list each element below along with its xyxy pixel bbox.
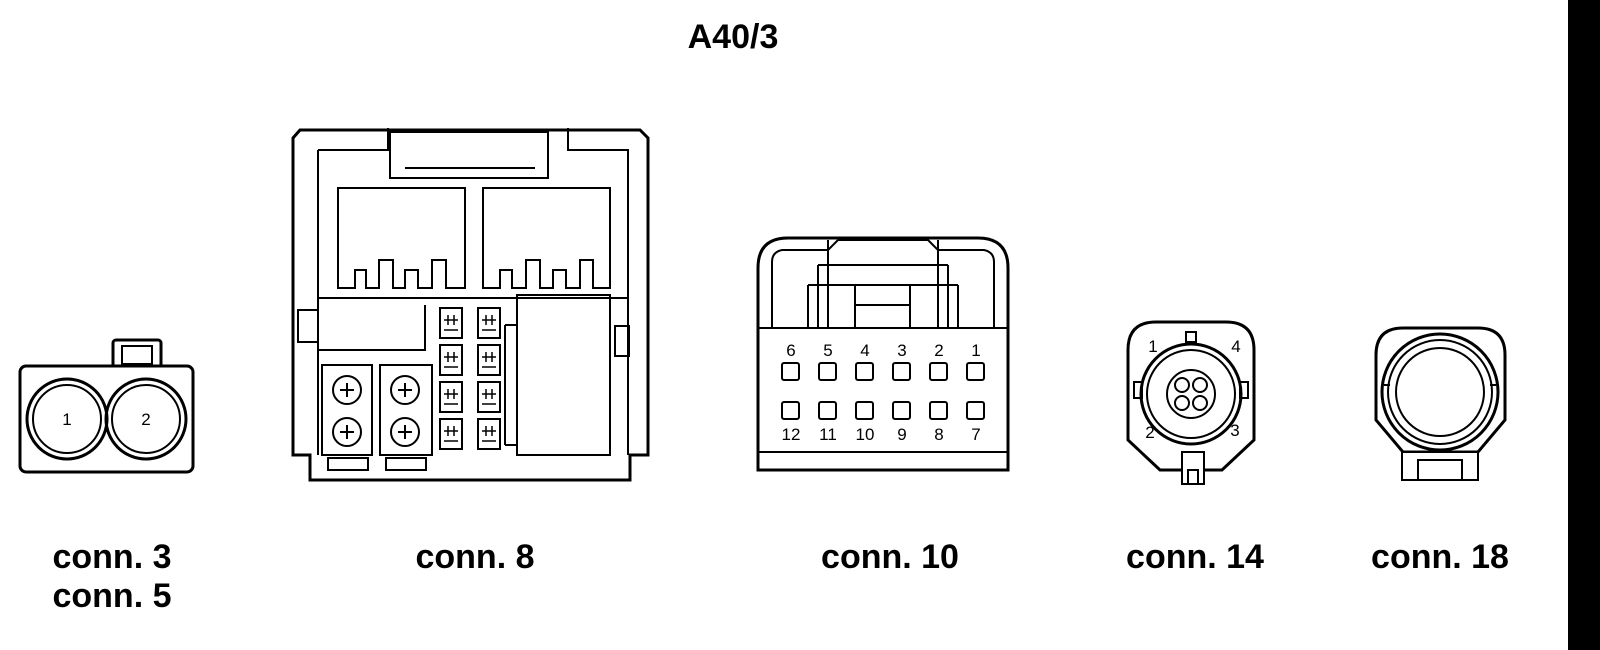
connector-10-drawing	[756, 236, 1010, 472]
pin-label: 10	[856, 425, 875, 444]
pin-label: 1	[62, 410, 71, 429]
pin-label: 9	[897, 425, 906, 444]
connector-label: conn. 18	[1371, 538, 1509, 576]
pin-label: 11	[819, 425, 837, 444]
pin-label: 6	[786, 341, 795, 360]
pin-label: 2	[141, 410, 150, 429]
pin-label: 3	[897, 341, 906, 360]
connector-18-drawing	[1374, 326, 1507, 481]
pin-label: 8	[934, 425, 943, 444]
connector-label: conn. 10	[821, 538, 959, 576]
pin-label: 7	[971, 425, 980, 444]
pin-label: 3	[1230, 421, 1239, 440]
pin-label: 4	[860, 341, 869, 360]
pin-label: 1	[1148, 337, 1157, 356]
connector-label: conn. 5	[52, 577, 171, 615]
page-edge-bar	[1568, 0, 1600, 650]
connector-3-drawing	[18, 338, 195, 474]
connector-8-drawing	[291, 128, 650, 482]
pin-label: 2	[1145, 423, 1154, 442]
pin-label: 1	[971, 341, 980, 360]
diagram-title: A40/3	[688, 18, 779, 56]
pin-label: 4	[1231, 337, 1240, 356]
connector-14-drawing	[1126, 320, 1256, 485]
pin-label: 2	[934, 341, 943, 360]
connector-label: conn. 8	[415, 538, 534, 576]
connector-label: conn. 3	[52, 538, 171, 576]
pin-label: 12	[782, 425, 801, 444]
connector-label: conn. 14	[1126, 538, 1264, 576]
pin-label: 5	[823, 341, 832, 360]
